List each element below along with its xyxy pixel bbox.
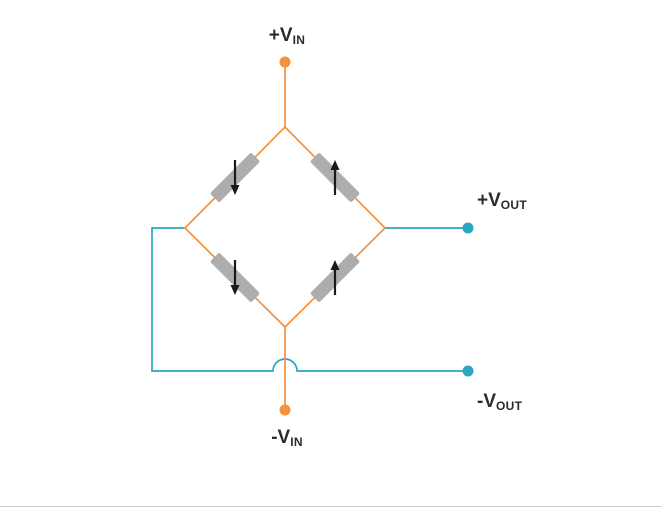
- vout-negative-text: -V: [477, 391, 496, 412]
- bridge-diamond: [183, 125, 387, 329]
- arrow-down-icon: [230, 260, 240, 295]
- vout-positive-subscript: OUT: [500, 198, 528, 212]
- vout-positive-text: +V: [477, 190, 501, 211]
- vin-negative-subscript: IN: [290, 435, 303, 449]
- output-wiring: [151, 222, 474, 377]
- vin-positive-subscript: IN: [292, 33, 306, 47]
- strain-gauges: [210, 153, 360, 302]
- arrow-down-icon: [230, 160, 240, 195]
- vin-negative-label: -VIN: [271, 427, 303, 449]
- vin-positive-label: +VIN: [268, 25, 306, 47]
- excitation-wiring: [183, 56, 387, 416]
- vin-negative-terminal-dot: [279, 404, 291, 416]
- vout-negative-terminal-dot: [462, 365, 474, 377]
- arrow-up-icon: [330, 260, 340, 295]
- vout-negative-subscript: OUT: [496, 399, 523, 413]
- strain-arrows: [230, 160, 340, 295]
- vout-positive-terminal-dot: [462, 222, 474, 234]
- vout-positive-label: +VOUT: [477, 190, 528, 212]
- vout-negative-label: -VOUT: [477, 391, 523, 413]
- vout-negative-wire: [151, 227, 468, 372]
- arrow-up-icon: [330, 160, 340, 195]
- vin-positive-terminal-dot: [279, 56, 291, 68]
- vin-positive-text: +V: [268, 25, 293, 46]
- vin-negative-text: -V: [271, 427, 291, 448]
